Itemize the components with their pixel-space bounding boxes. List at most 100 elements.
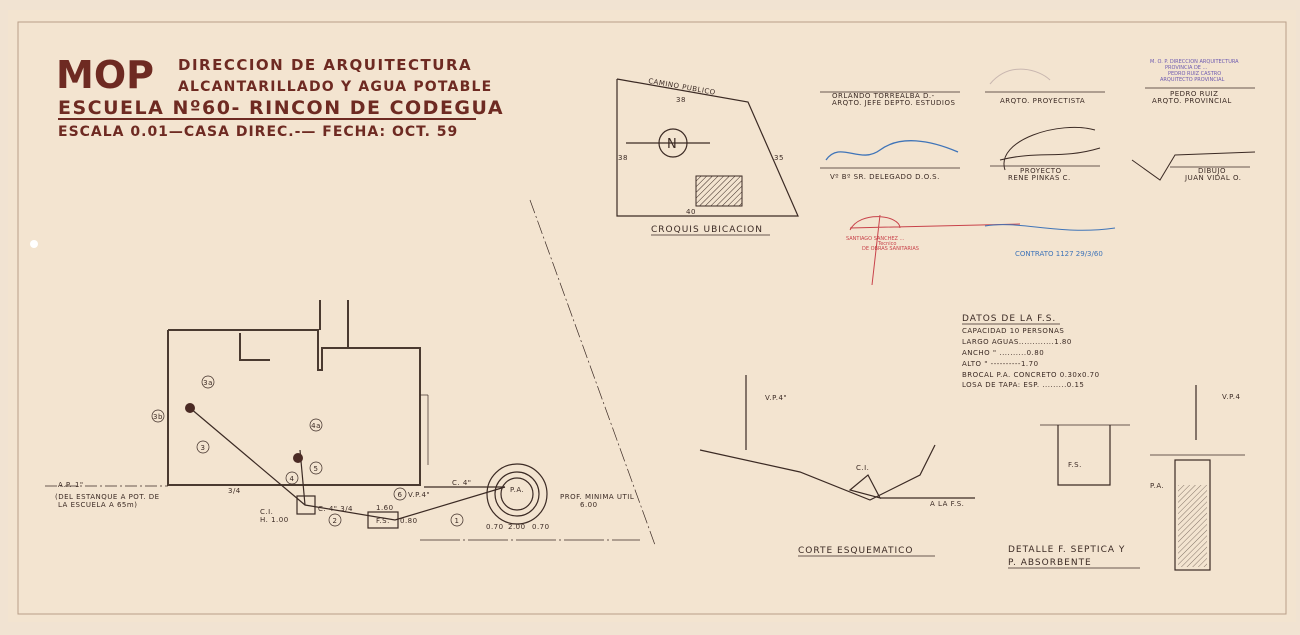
croquis-ubicacion: CAMINO PUBLICO 38 38 35 40 N CROQUIS UBI… (616, 77, 799, 236)
house-footprint (695, 175, 743, 207)
stamp-line: PROVINCIA DE ... (1165, 65, 1208, 71)
signature-scribble (1131, 151, 1256, 181)
ci-label: C.I. (260, 508, 273, 516)
tag-label: 3a (203, 379, 213, 387)
tag-circle (309, 418, 323, 432)
plan-note: (DEL ESTANQUE A POT. DE (55, 493, 160, 501)
dim-left: 38 (618, 154, 628, 162)
corte-caption: CORTE ESQUEMATICO (798, 546, 914, 556)
pipe-label: C. 4" 3/4 (318, 505, 353, 513)
contract-number: CONTRATO 1127 29/3/60 (1015, 250, 1103, 258)
datos-row: LOSA DE TAPA: ESP. .........0.15 (962, 381, 1084, 389)
croquis-caption: CROQUIS UBICACION (651, 225, 763, 235)
fs-width: 0.80 (400, 517, 418, 525)
stamp-line: ARQUITECTO PROVINCIAL (1160, 77, 1225, 83)
detalle-caption: DETALLE F. SEPTICA Y (1008, 545, 1125, 555)
datos-row: BROCAL P.A. CONCRETO 0.30x0.70 (962, 371, 1100, 379)
property-line (529, 199, 656, 546)
tag-label: 3 (201, 444, 206, 452)
north-letter: N (667, 137, 677, 152)
header-subdept: ALCANTARILLADO Y AGUA POTABLE (178, 79, 492, 95)
sig-role-delegado: Vº Bº SR. DELEGADO D.O.S. (830, 173, 940, 181)
vp-label: V.P.4" (765, 394, 787, 402)
sig-role-provincial: ARQTO. PROVINCIAL (1152, 97, 1232, 105)
red-stamp-line: DE OBRAS SANITARIAS (862, 246, 919, 252)
ci-height: H. 1.00 (260, 516, 289, 524)
sig-name-torrealba: ORLANDO TORREALBA D.- (832, 92, 935, 100)
datos-row: LARGO AGUAS.............1.80 (962, 338, 1072, 346)
sig-role-jefe: ARQTO. JEFE DEPTO. ESTUDIOS (832, 99, 955, 107)
header-scale-date: ESCALA 0.01—CASA DIREC.-— FECHA: OCT. 59 (58, 124, 458, 140)
sig-name-vidal: JUAN VIDAL O. (1184, 174, 1241, 182)
tag-label: 2 (333, 517, 338, 525)
plan-note: LA ESCUELA A 65m) (58, 501, 137, 509)
paper (8, 10, 1296, 622)
datos-row: ALTO " ----------1.70 (962, 360, 1039, 368)
datos-row: ANCHO " ..........0.80 (962, 349, 1044, 357)
tag-label: 4 (290, 475, 295, 483)
stamp-line: PEDRO RUIZ CASTRO (1168, 71, 1221, 77)
signature-scribble (825, 140, 959, 161)
datos-row: CAPACIDAD 10 PERSONAS (962, 327, 1064, 335)
header-project: ESCUELA Nº60- RINCON DE CODEGUA (58, 97, 504, 119)
logo-mop: MOP (56, 53, 154, 97)
inspection-chamber (296, 495, 316, 515)
blue-signature (984, 224, 1116, 231)
tag-label: 3b (153, 413, 163, 421)
signature-scribble (999, 126, 1101, 171)
dim-right: 35 (774, 154, 784, 162)
dim-bottom: 40 (686, 208, 696, 216)
tag-label: 4a (311, 422, 321, 430)
sig-name-pinkas: RENE PINKAS C. (1008, 174, 1071, 182)
detalle-fosa: F.S. P.A. V.P.4 DETALLE F. SEPTICA Y P. … (1008, 385, 1245, 571)
pa-label: P.A. (1150, 482, 1164, 490)
dim-label: 0.70 (486, 523, 504, 531)
tag-circle (201, 375, 215, 389)
red-stamp-line: Tecnico (877, 241, 896, 247)
datos-fosa-septica: DATOS DE LA F.S. CAPACIDAD 10 PERSONAS L… (962, 314, 1100, 389)
fs-length: 1.60 (376, 504, 394, 512)
stamp-line: M. O. P. DIRECCION ARQUITECTURA (1150, 59, 1239, 65)
tag-circle (285, 471, 299, 485)
signature-block: ORLANDO TORREALBA D.- ARQTO. JEFE DEPTO.… (820, 59, 1256, 286)
dim-top: 38 (676, 96, 686, 104)
fs-label: F.S. (1068, 461, 1082, 469)
fs-label: F.S. (376, 517, 390, 525)
pa-label: P.A. (510, 486, 524, 494)
sheet-border (17, 21, 1287, 615)
dim-label: 0.70 (532, 523, 550, 531)
ci-label: C.I. (856, 464, 869, 472)
north-circle (658, 128, 688, 158)
sig-role-proyectista: ARQTO. PROYECTISTA (1000, 97, 1085, 105)
absorbent-well-section (1174, 459, 1211, 571)
tag-circle (393, 487, 407, 501)
pipe-label: C. 4" (452, 479, 472, 487)
fs-label: A LA F.S. (930, 500, 964, 508)
vp-label: V.P.4 (1222, 393, 1240, 401)
sig-name-ruiz: PEDRO RUIZ (1170, 90, 1218, 98)
red-stamp-line: SANTIAGO SANCHEZ ... (846, 236, 905, 242)
sig-proyecto: PROYECTO (1020, 167, 1062, 175)
punch-hole (30, 240, 38, 248)
tag-label: 6 (398, 491, 403, 499)
dim-label: 2.00 (508, 523, 526, 531)
vp-label: V.P.4" (408, 491, 430, 499)
tag-circle (196, 440, 210, 454)
floor-plan: A.P. 1" (DEL ESTANQUE A POT. DE LA ESCUE… (45, 199, 656, 546)
detalle-caption: P. ABSORBENTE (1008, 558, 1092, 568)
corte-esquematico: V.P.4" C.I. A LA F.S. CORTE ESQUEMATICO (699, 375, 975, 557)
tag-label: 5 (314, 465, 319, 473)
header-dept: DIRECCION DE ARQUITECTURA (178, 56, 472, 74)
chamber-section (848, 474, 882, 499)
tag-circle (328, 513, 342, 527)
tag-circle (151, 409, 165, 423)
septic-tank (367, 511, 399, 529)
sig-dibujo: DIBUJO (1198, 167, 1226, 175)
prof-value: 6.00 (580, 501, 598, 509)
datos-title: DATOS DE LA F.S. (962, 314, 1056, 324)
tag-circle (309, 461, 323, 475)
tag-circle (450, 513, 464, 527)
